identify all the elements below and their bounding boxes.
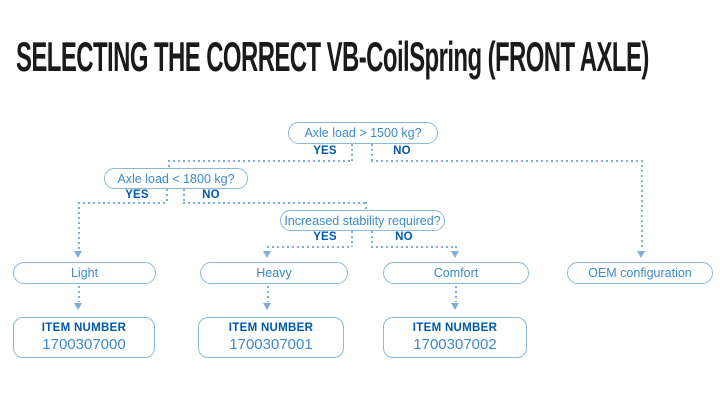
- connector-heavy-to-item: [267, 286, 269, 302]
- item-number-value: 1700307001: [229, 336, 313, 353]
- decision-increased-stability: Increased stability required?: [280, 210, 445, 231]
- connector-d3-no-stub: [371, 231, 373, 247]
- connector-into-d2: [168, 160, 170, 169]
- connector-d1-yes-horizontal: [168, 160, 352, 162]
- outcome-comfort: Comfort: [383, 262, 529, 284]
- arrow-down-icon-heavy: [263, 251, 271, 258]
- connector-to-oem: [641, 160, 643, 250]
- arrow-down-icon-comfort: [451, 251, 459, 258]
- item-number-label: ITEM NUMBER: [41, 322, 127, 334]
- arrow-down-icon-item-light: [74, 303, 82, 310]
- item-number-box-light: ITEM NUMBER 1700307000: [13, 317, 155, 358]
- item-number-label: ITEM NUMBER: [412, 322, 498, 334]
- connector-d1-no-stub: [371, 144, 373, 161]
- connector-d3-yes-horizontal: [267, 246, 351, 248]
- connector-d2-no-stub: [183, 189, 185, 203]
- no-label-decision-3: NO: [395, 231, 413, 243]
- connector-d2-yes-horizontal: [78, 202, 166, 204]
- connector-light-to-item: [78, 286, 80, 302]
- yes-label-decision-2: YES: [125, 189, 149, 201]
- connector-comfort-to-item: [455, 286, 457, 302]
- arrow-down-icon-oem: [637, 251, 645, 258]
- connector-d2-no-horizontal: [183, 202, 365, 204]
- connector-into-d3: [365, 202, 367, 211]
- no-label-decision-2: NO: [202, 189, 220, 201]
- connector-d1-no-horizontal: [371, 160, 642, 162]
- yes-label-decision-1: YES: [313, 145, 337, 157]
- connector-to-heavy: [267, 246, 269, 251]
- decision-axle-load-over-1500: Axle load > 1500 kg?: [288, 122, 438, 144]
- item-number-label: ITEM NUMBER: [228, 322, 314, 334]
- arrow-down-icon-item-heavy: [263, 303, 271, 310]
- page-title: SELECTING THE CORRECT VB-CoilSpring (FRO…: [16, 33, 649, 80]
- connector-d3-no-horizontal: [371, 246, 455, 248]
- item-number-box-comfort: ITEM NUMBER 1700307002: [383, 317, 527, 358]
- connector-d3-yes-stub: [351, 231, 353, 247]
- item-number-box-heavy: ITEM NUMBER 1700307001: [198, 317, 344, 358]
- arrow-down-icon-light: [74, 251, 82, 258]
- connector-to-light: [78, 202, 80, 250]
- decision-axle-load-under-1800: Axle load < 1800 kg?: [104, 168, 248, 189]
- connector-d2-yes-stub: [166, 189, 168, 203]
- outcome-oem-configuration: OEM configuration: [567, 262, 713, 284]
- item-number-value: 1700307002: [413, 336, 497, 353]
- item-number-value: 1700307000: [42, 336, 126, 353]
- yes-label-decision-3: YES: [313, 231, 337, 243]
- outcome-heavy: Heavy: [200, 262, 348, 284]
- connector-d1-yes-stub: [351, 144, 353, 161]
- no-label-decision-1: NO: [393, 145, 411, 157]
- outcome-light: Light: [13, 262, 156, 284]
- connector-to-comfort: [455, 246, 457, 251]
- arrow-down-icon-item-comfort: [451, 303, 459, 310]
